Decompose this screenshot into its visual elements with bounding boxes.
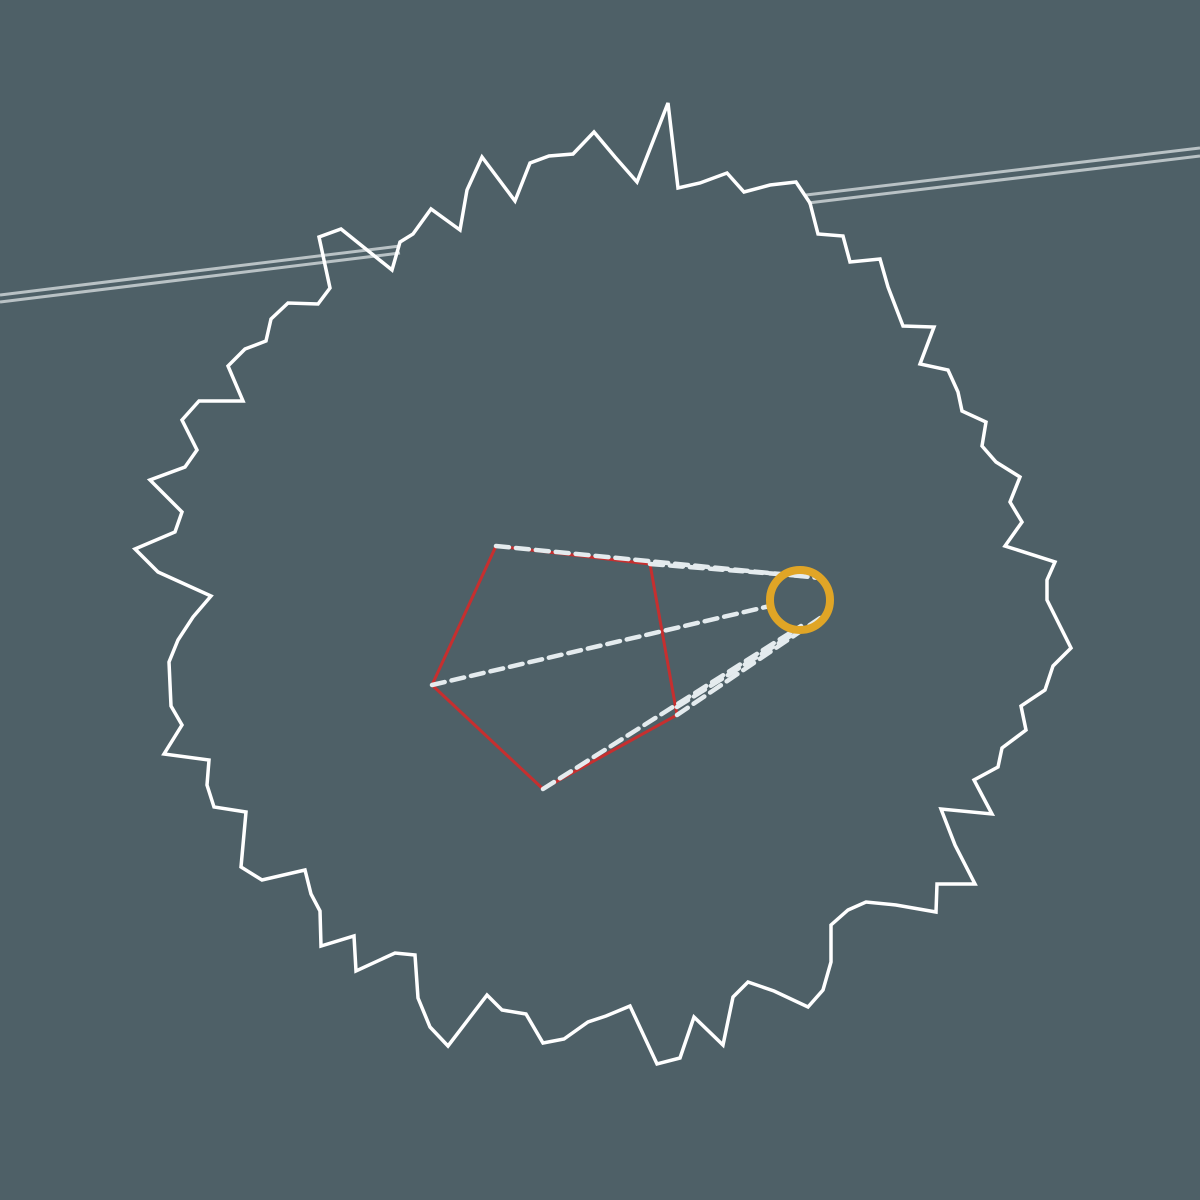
ray-4: [540, 623, 804, 792]
rail-line-right-upper: [805, 146, 1200, 197]
dashed-rays: [429, 543, 832, 792]
ring-marker[interactable]: [766, 566, 834, 634]
pentagon-shape: [430, 544, 679, 791]
rail-lines: [0, 146, 1200, 304]
ray-2: [647, 561, 806, 579]
rail-line-left-lower: [0, 251, 401, 304]
ray-3: [429, 603, 773, 688]
boundary-shape: [131, 102, 1074, 1067]
ray-1: [493, 543, 823, 581]
rail-line-left-upper: [0, 244, 401, 297]
rail-line-right-lower: [807, 154, 1200, 205]
ray-6: [674, 625, 806, 710]
